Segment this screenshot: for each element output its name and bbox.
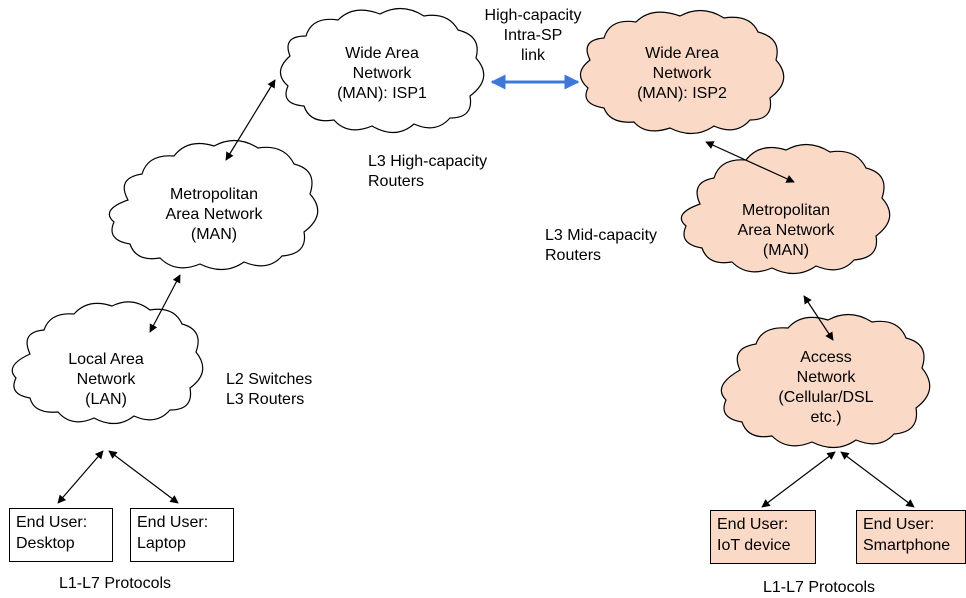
cloud-label-line: Access [800,349,852,366]
annotation-line: Routers [368,173,425,190]
cloud-label-line: Wide Area [345,45,419,62]
end-user-iot-box: End User: IoT device [710,510,816,564]
cloud-label-line: (MAN) [762,242,810,259]
cloud-label-line: (Cellular/DSL [778,389,874,406]
annotation-l3-mid-capacity: L3 Mid-capacity Routers [545,226,657,266]
annotation-line: Routers [545,247,602,264]
cloud-label-line: Wide Area [645,45,719,62]
cloud-label-line: Local Area [68,351,144,368]
end-user-desktop-box: End User: Desktop [9,508,113,562]
annotation-line: High-capacity [484,7,582,24]
cloud-label-lan: Local Area Network (LAN) [46,350,166,410]
arrow-wan-isp2-man [705,141,795,183]
arrow-lan-laptop [108,450,179,504]
arrow-man-access [803,295,834,341]
annotation-intra-sp-link: High-capacity Intra-SP link [470,6,596,66]
annotation-line: Intra-SP [503,27,563,44]
annotation-l3-high-capacity: L3 High-capacity Routers [368,152,487,192]
cloud-label-line: Metropolitan [169,186,259,203]
arrow-access-smartphone [840,451,915,508]
cloud-access-network [720,313,931,449]
cloud-label-line: (MAN) [190,226,238,243]
annotation-line: L3 Mid-capacity [545,227,658,244]
cloud-man-left [108,139,319,271]
annotation-line: L2 Switches [226,371,313,388]
cloud-label-wan-isp2: Wide Area Network (MAN): ISP2 [620,44,744,104]
cloud-label-line: Network [652,65,712,82]
end-user-line: IoT device [717,537,791,554]
cloud-wan-isp2 [579,9,785,135]
annotation-line: L3 High-capacity [368,153,488,170]
annotation-l2-l3: L2 Switches L3 Routers [226,370,312,410]
protocols-label-right: L1-L7 Protocols [762,579,876,596]
cloud-label-line: (MAN): ISP1 [337,85,427,102]
cloud-wan-isp1 [279,7,485,134]
end-user-line: End User: [717,516,789,533]
cloud-label-man-right: Metropolitan Area Network (MAN) [718,201,854,261]
end-user-line: End User: [137,514,209,531]
end-user-smartphone-box: End User: Smartphone [856,510,966,564]
end-user-line: End User: [863,516,935,533]
cloud-label-man-left: Metropolitan Area Network (MAN) [146,185,282,245]
protocols-label-left: L1-L7 Protocols [58,575,172,592]
cloud-label-line: Network [76,371,136,388]
end-user-line: End User: [16,514,88,531]
cloud-label-line: Area Network [165,206,263,223]
cloud-label-line: Network [796,369,856,386]
cloud-label-line: Network [352,65,412,82]
annotation-line: link [520,47,545,64]
cloud-label-line: Area Network [737,222,835,239]
cloud-label-line: Metropolitan [741,202,831,219]
arrow-access-iot [761,451,836,508]
end-user-line: Smartphone [863,537,951,554]
cloud-label-line: (MAN): ISP2 [637,85,727,102]
annotation-line: L3 Routers [226,391,305,408]
cloud-label-line: etc.) [810,409,842,426]
end-user-line: Desktop [16,535,75,552]
cloud-label-access-network: Access Network (Cellular/DSL etc.) [766,348,886,428]
end-user-line: Laptop [137,535,186,552]
cloud-label-wan-isp1: Wide Area Network (MAN): ISP1 [322,44,442,104]
end-user-laptop-box: End User: Laptop [130,508,234,562]
arrow-lan-desktop [57,450,104,504]
arrow-man-wan-isp1 [225,79,276,161]
arrow-lan-man [149,274,181,333]
cloud-label-line: (LAN) [85,391,127,408]
